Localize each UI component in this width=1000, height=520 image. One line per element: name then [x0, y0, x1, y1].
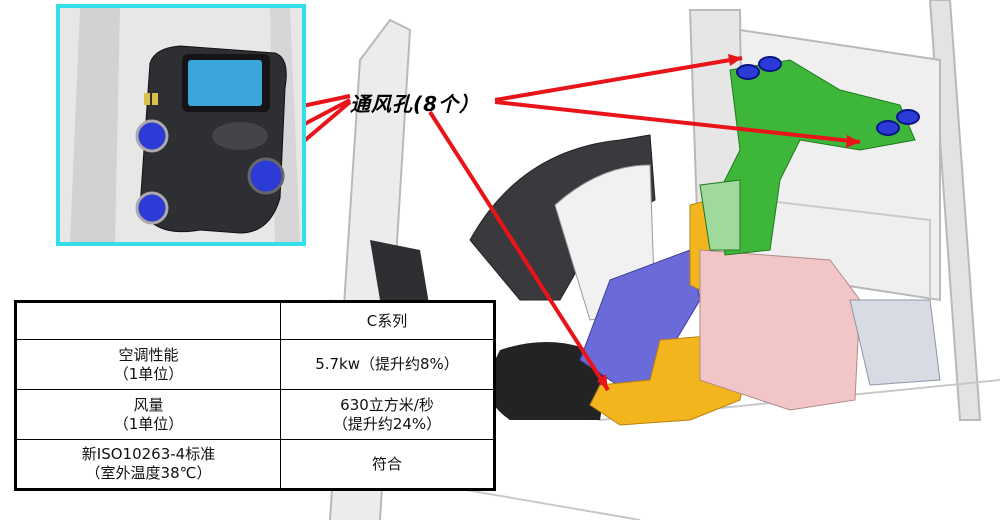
vent-callout-label: 通风孔(8个）: [350, 92, 481, 116]
row-value: 符合: [280, 439, 495, 490]
row-value: 5.7kw（提升约8%）: [280, 339, 495, 390]
ac-unit: [699, 249, 941, 411]
row-label: 新ISO10263-4标准 （室外温度38℃）: [15, 439, 281, 490]
vent-holes: [736, 56, 920, 136]
table-header-row: C系列: [15, 301, 495, 340]
header-cell-empty: [15, 301, 281, 340]
table-row: 空调性能 （1单位） 5.7kw（提升约8%）: [15, 339, 495, 390]
header-cell-series: C系列: [280, 301, 495, 340]
spec-table: C系列 空调性能 （1单位） 5.7kw（提升约8%） 风量 （1单位） 630…: [14, 300, 496, 491]
row-value: 630立方米/秒 （提升约24%）: [280, 389, 495, 440]
row-label: 空调性能 （1单位）: [15, 339, 281, 390]
table-row: 新ISO10263-4标准 （室外温度38℃） 符合: [15, 439, 495, 490]
inset-controller-view: [56, 4, 306, 246]
duct-green: [699, 59, 916, 256]
controller-illustration: [60, 8, 302, 242]
table-row: 风量 （1单位） 630立方米/秒 （提升约24%）: [15, 389, 495, 440]
row-label: 风量 （1单位）: [15, 389, 281, 440]
